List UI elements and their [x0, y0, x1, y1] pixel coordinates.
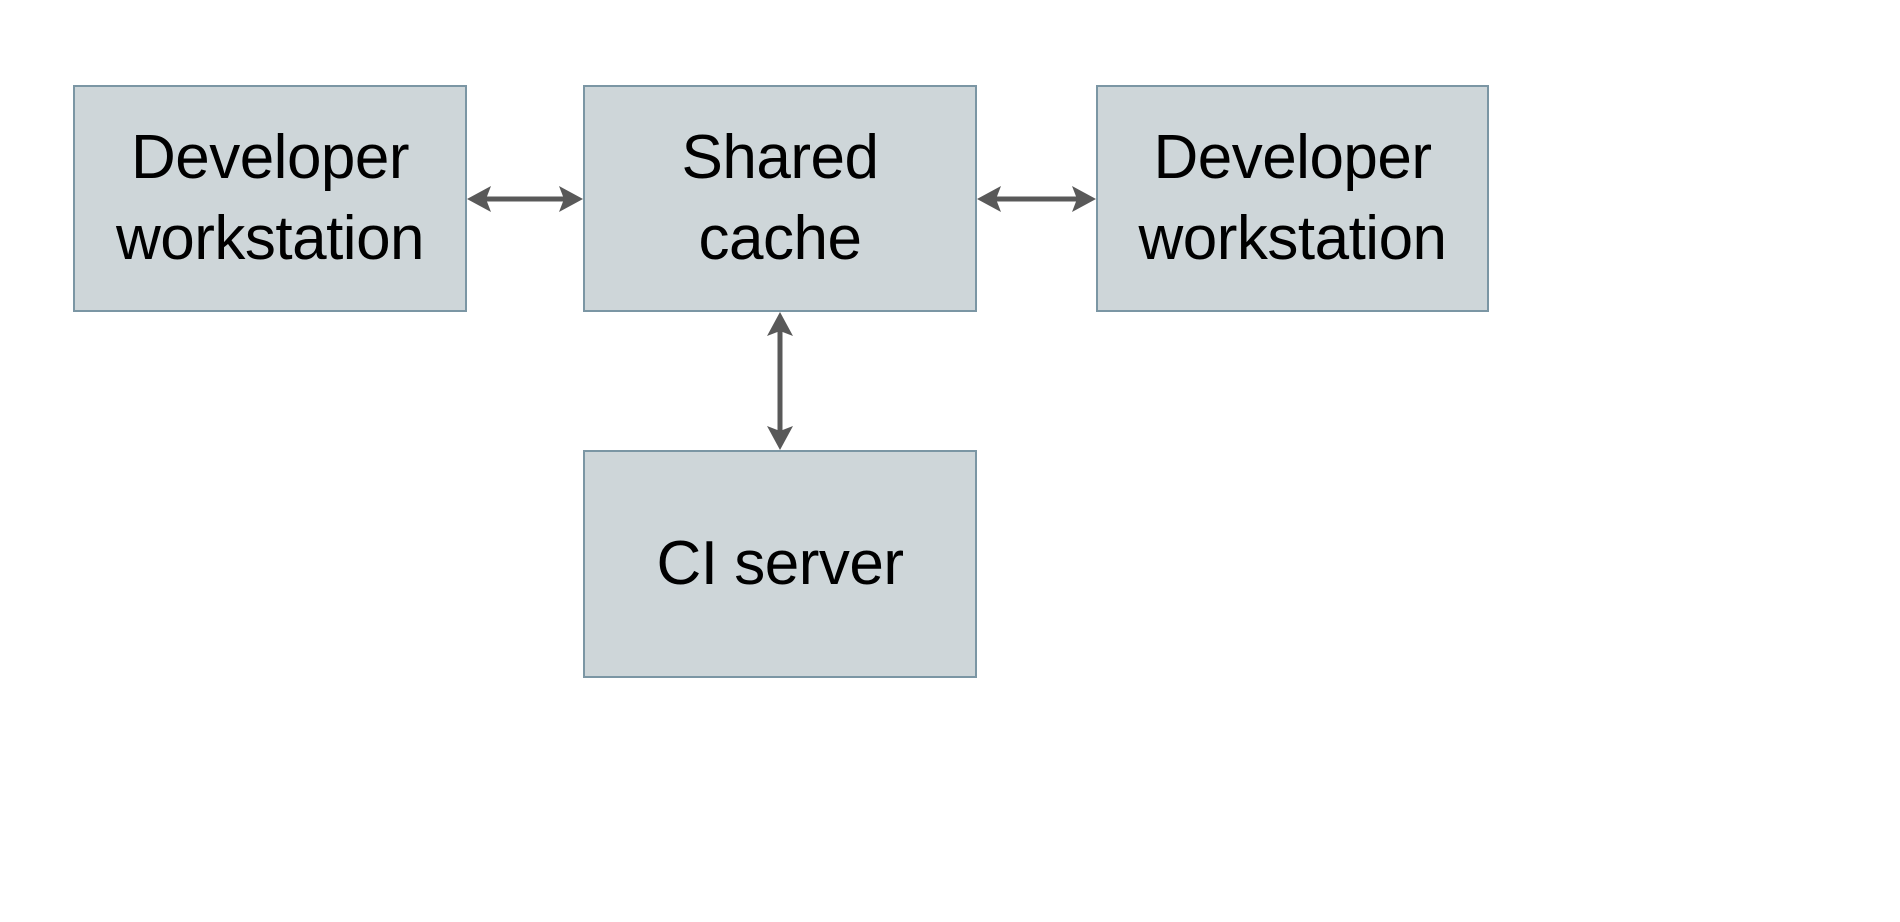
- node-developer-workstation-right[interactable]: Developer workstation: [1096, 85, 1489, 312]
- connector-ci-server-to-cache[interactable]: [758, 312, 802, 450]
- connector-left-workstation-to-cache[interactable]: [467, 177, 583, 221]
- node-label: Shared cache: [681, 122, 879, 273]
- node-shared-cache[interactable]: Shared cache: [583, 85, 977, 312]
- double-arrow-icon: [467, 185, 583, 212]
- node-label: Developer workstation: [115, 122, 425, 273]
- double-arrow-icon: [977, 185, 1096, 212]
- double-arrow-icon: [767, 312, 793, 450]
- node-ci-server[interactable]: CI server: [583, 450, 977, 678]
- connector-cache-to-right-workstation[interactable]: [977, 177, 1096, 221]
- node-label: Developer workstation: [1138, 122, 1447, 273]
- node-developer-workstation-left[interactable]: Developer workstation: [73, 85, 467, 312]
- node-label: CI server: [656, 528, 904, 598]
